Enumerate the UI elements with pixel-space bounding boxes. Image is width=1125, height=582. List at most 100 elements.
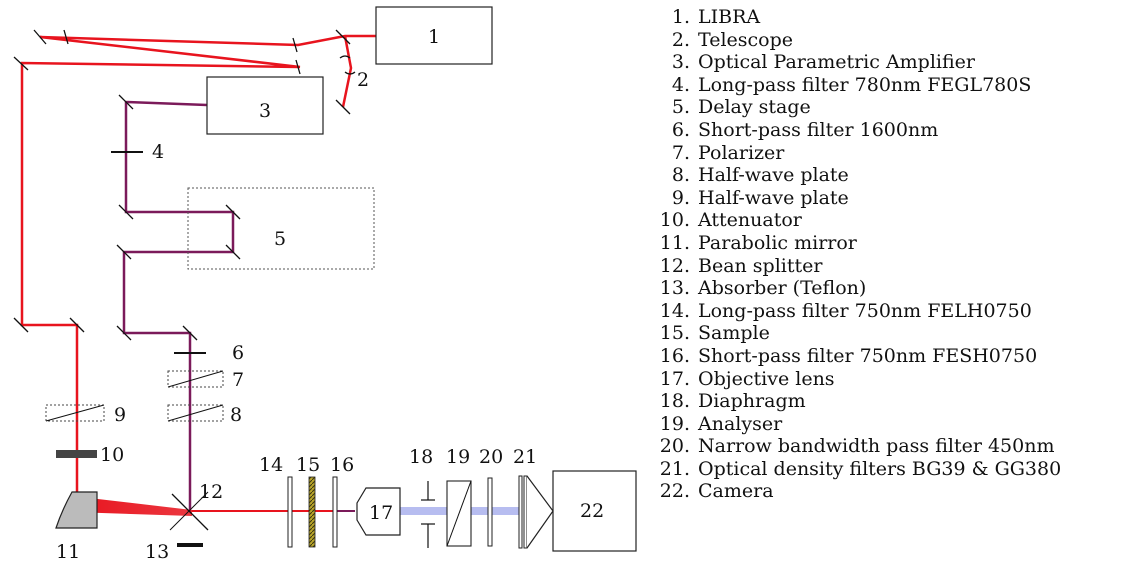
- parabolic-mirror-label: 11: [56, 541, 80, 563]
- legend-item-number: 14.: [659, 299, 690, 322]
- legend-item-name: Optical Parametric Amplifier: [698, 51, 975, 74]
- legend-item-name: Delay stage: [698, 96, 811, 119]
- libra-box-label: 1: [428, 26, 440, 48]
- telescope-label: 2: [357, 69, 369, 91]
- legend-item: 18. Diaphragm: [648, 390, 1061, 413]
- legend-item-number: 16.: [659, 344, 690, 367]
- filter-6-label: 6: [232, 342, 244, 364]
- legend-item-number: 9.: [671, 186, 690, 209]
- legend-item-name: Diaphragm: [698, 390, 806, 413]
- legend-item-name: Polarizer: [698, 141, 785, 164]
- narrow-bandpass-filter-450: [487, 477, 493, 547]
- legend-item-number: 5.: [671, 96, 690, 119]
- legend-item-number: 19.: [659, 412, 690, 435]
- legend-item-name: Bean splitter: [698, 254, 823, 277]
- legend-item-number: 11.: [659, 231, 690, 254]
- attenuator: [56, 450, 97, 458]
- optical-setup-diagram: 1 3 5 22 2 4 6 7: [13, 6, 637, 563]
- legend-item: 1. LIBRA: [648, 6, 1061, 29]
- legend-item-number: 3.: [671, 51, 690, 74]
- legend-item-number: 12.: [659, 254, 690, 277]
- sample-label: 15: [296, 454, 320, 476]
- analyser-label: 19: [446, 446, 470, 468]
- diaphragm: [421, 481, 435, 548]
- legend-item-name: Sample: [698, 322, 770, 345]
- legend-item-number: 15.: [659, 322, 690, 345]
- long-pass-filter-750: [287, 476, 293, 548]
- filter-21-label: 21: [513, 446, 537, 468]
- legend-item: 4. Long-pass filter 780nm FEGL780S: [648, 74, 1061, 97]
- short-pass-filter-750: [332, 476, 338, 548]
- telescope: [339, 55, 356, 75]
- legend-item-name: Absorber (Teflon): [698, 277, 867, 300]
- legend-item-name: Camera: [698, 480, 774, 503]
- beam-splitter: [171, 493, 209, 531]
- opa-box: [206, 76, 324, 135]
- half-wave-plate-9-label: 9: [114, 404, 126, 426]
- legend-item: 22. Camera: [648, 480, 1061, 503]
- legend-item: 14. Long-pass filter 750nm FELH0750: [648, 300, 1061, 323]
- opa-box-label: 3: [259, 100, 271, 122]
- analyser: [446, 480, 472, 547]
- optical-density-filters: [518, 475, 528, 549]
- filter-4-label: 4: [152, 141, 164, 163]
- legend-item: 7.Polarizer: [648, 142, 1061, 165]
- delay-stage-label: 5: [274, 228, 286, 250]
- legend-item-number: 22.: [659, 480, 690, 503]
- legend-item: 3. Optical Parametric Amplifier: [648, 51, 1061, 74]
- legend-item: 13. Absorber (Teflon): [648, 277, 1061, 300]
- legend-item-number: 2.: [671, 28, 690, 51]
- legend-item: 21. Optical density filters BG39 & GG380: [648, 458, 1061, 481]
- objective-lens-label: 17: [369, 502, 393, 524]
- legend-item-name: Telescope: [698, 28, 793, 51]
- filter-16-label: 16: [330, 454, 354, 476]
- legend-item: 16.Short-pass filter 750nm FESH0750: [648, 345, 1061, 368]
- opa-beam-path: [122, 100, 235, 512]
- diaphragm-label: 18: [409, 446, 433, 468]
- libra-box: [375, 6, 493, 65]
- polarizer-label: 7: [232, 369, 244, 391]
- legend-item-number: 4.: [671, 73, 690, 96]
- parabolic-mirror: [55, 491, 98, 529]
- legend-item: 19. Analyser: [648, 413, 1061, 436]
- legend-item-name: Long-pass filter 780nm FEGL780S: [698, 73, 1032, 96]
- beam-splitter-cross: [169, 491, 209, 531]
- legend-item: 11. Parabolic mirror: [648, 232, 1061, 255]
- filter-14-label: 14: [259, 454, 283, 476]
- legend-item-name: Narrow bandwidth pass filter 450nm: [698, 435, 1055, 458]
- legend-item-name: LIBRA: [698, 6, 761, 28]
- camera-label: 22: [580, 500, 604, 522]
- half-wave-plate-8-label: 8: [230, 404, 242, 426]
- legend-item-number: 1.: [671, 6, 690, 28]
- legend-item-name: Optical density filters BG39 & GG380: [698, 457, 1062, 480]
- half-wave-plate-9: [45, 404, 105, 422]
- camera-lens: [526, 475, 554, 549]
- legend-item-number: 21.: [659, 457, 690, 480]
- legend-item-name: Analyser: [698, 412, 783, 435]
- sample: [308, 476, 316, 548]
- legend-item: 9. Half-wave plate: [648, 187, 1061, 210]
- legend-item: 15. Sample: [648, 322, 1061, 345]
- filter-20-label: 20: [479, 446, 503, 468]
- legend-item-number: 8.: [671, 164, 690, 187]
- legend-item: 12. Bean splitter: [648, 255, 1061, 278]
- mirrors: [13, 29, 351, 341]
- legend-item-name: Attenuator: [698, 209, 802, 232]
- half-wave-plate-8: [167, 404, 224, 422]
- legend-item-number: 10.: [659, 209, 690, 232]
- legend-item-number: 6.: [671, 118, 690, 141]
- pump-focus-cone: [72, 496, 192, 516]
- legend-item-name: Parabolic mirror: [698, 231, 857, 254]
- legend-item-number: 13.: [659, 277, 690, 300]
- beam-splitter-label: 12: [199, 481, 223, 503]
- legend-item-number: 18.: [659, 390, 690, 413]
- legend-item-name: Short-pass filter 1600nm: [698, 118, 939, 141]
- legend-item-name: Long-pass filter 750nm FELH0750: [698, 299, 1032, 322]
- legend-item: 8.Half-wave plate: [648, 164, 1061, 187]
- legend-item-name: Half-wave plate: [698, 186, 849, 209]
- legend-item-name: Objective lens: [698, 367, 835, 390]
- legend-item-number: 20.: [659, 435, 690, 458]
- legend-item: 2. Telescope: [648, 29, 1061, 52]
- delay-stage-box: [187, 187, 375, 270]
- legend-item: 20. Narrow bandwidth pass filter 450nm: [648, 435, 1061, 458]
